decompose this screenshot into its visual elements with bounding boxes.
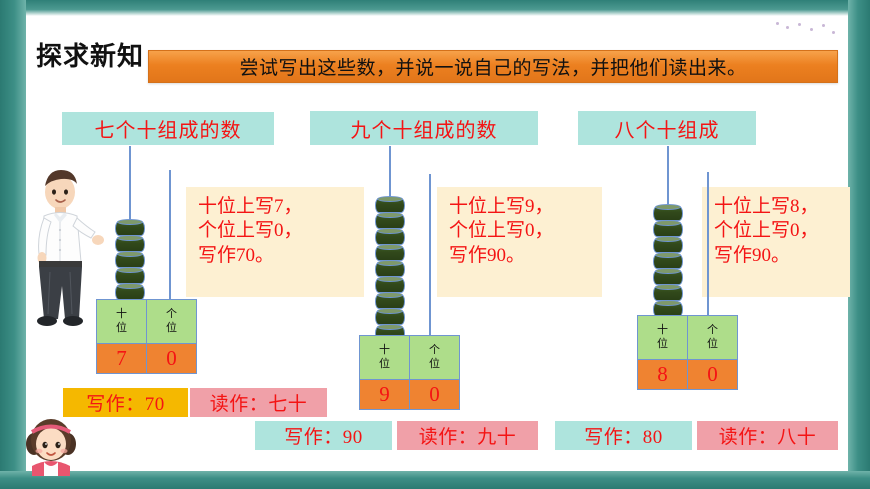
header-char-1: 个	[429, 344, 440, 357]
group-80-abacus	[644, 146, 718, 318]
group-90-header-tens: 十 位	[359, 335, 410, 380]
group-90-read-chip: 读作：九十	[397, 421, 538, 450]
group-90-heading: 九个十组成的数	[310, 111, 538, 145]
group-70-place-value-table: 十 位 个 位 7 0	[96, 299, 197, 374]
group-80-heading: 八个十组成	[578, 111, 756, 145]
group-70-write-chip: 写作：70	[63, 388, 188, 417]
bead	[653, 252, 683, 269]
bead	[115, 283, 145, 300]
page-title: 探求新知	[36, 42, 145, 71]
teacher-illustration	[37, 170, 104, 326]
table-row: 9 0	[359, 379, 460, 410]
bead	[653, 268, 683, 285]
group-90-explanation-line-2: 个位上写0，	[449, 220, 554, 242]
bead	[375, 292, 405, 309]
group-80-explanation-line-2: 个位上写0，	[714, 220, 819, 242]
bead	[375, 196, 405, 213]
bead	[375, 260, 405, 277]
frame-bottom-border	[0, 471, 870, 489]
group-80-header-ones: 个 位	[687, 315, 738, 360]
bead	[375, 276, 405, 293]
group-70-abacus	[106, 146, 180, 306]
bead	[375, 228, 405, 245]
ones-rod	[429, 174, 431, 342]
instruction-banner: 尝试写出这些数，并说一说自己的写法，并把他们读出来。	[148, 50, 838, 83]
group-90-explanation-line-3: 写作90。	[449, 244, 526, 266]
table-row: 7 0	[96, 343, 197, 374]
bead	[115, 251, 145, 268]
bead	[115, 267, 145, 284]
group-80-read-chip: 读作：八十	[697, 421, 838, 450]
instruction-banner-text: 尝试写出这些数，并说一说自己的写法，并把他们读出来。	[239, 58, 747, 79]
header-char-1: 十	[379, 344, 390, 357]
frame-top-border	[0, 0, 870, 16]
girl-illustration	[26, 419, 76, 476]
group-80-place-value-table: 十 位 个 位 8 0	[637, 315, 738, 390]
bead	[653, 236, 683, 253]
table-row: 十 位 个 位	[359, 335, 460, 380]
bead	[375, 244, 405, 261]
group-80-digit-tens: 8	[637, 359, 688, 390]
bead	[115, 235, 145, 252]
header-char-2: 位	[429, 357, 440, 370]
group-90-digit-ones: 0	[409, 379, 460, 410]
group-90-header-ones: 个 位	[409, 335, 460, 380]
group-70-explanation-line-1: 十位上写7，	[198, 196, 303, 217]
bead	[653, 220, 683, 237]
group-70-digit-ones: 0	[146, 343, 197, 374]
group-70-digit-tens: 7	[96, 343, 147, 374]
group-80-write-chip: 写作：80	[555, 421, 692, 450]
ones-rod	[169, 170, 171, 306]
header-char-1: 十	[116, 308, 127, 321]
header-char-2: 位	[379, 357, 390, 370]
bead	[653, 204, 683, 221]
table-row: 十 位 个 位	[637, 315, 738, 360]
group-90-explanation: 十位上写9， 个位上写0， 写作90。	[437, 187, 602, 297]
frame-left-border	[0, 0, 26, 489]
group-80-explanation: 十位上写8， 个位上写0， 写作90。	[702, 187, 850, 297]
bead	[375, 212, 405, 229]
group-70-header-ones: 个 位	[146, 299, 197, 344]
table-row: 十 位 个 位	[96, 299, 197, 344]
group-80-explanation-line-3: 写作90。	[714, 244, 791, 266]
header-char-1: 十	[657, 324, 668, 337]
group-70-explanation-line-3: 写作70。	[198, 244, 275, 266]
decorative-dots	[776, 22, 836, 38]
group-70-explanation-line-2: 个位上写0，	[198, 220, 303, 242]
ones-rod	[707, 172, 709, 318]
group-70-heading: 七个十组成的数	[62, 112, 274, 145]
header-char-1: 个	[707, 324, 718, 337]
group-70-header-tens: 十 位	[96, 299, 147, 344]
table-row: 8 0	[637, 359, 738, 390]
bead	[375, 308, 405, 325]
group-80-digit-ones: 0	[687, 359, 738, 390]
group-90-write-chip: 写作：90	[255, 421, 392, 450]
header-char-2: 位	[657, 337, 668, 350]
group-90-digit-tens: 9	[359, 379, 410, 410]
header-char-2: 位	[166, 321, 177, 334]
group-80-explanation-line-1: 十位上写8，	[714, 196, 819, 217]
bead	[115, 219, 145, 236]
frame-right-border	[848, 0, 870, 489]
header-char-1: 个	[166, 308, 177, 321]
group-70-explanation: 十位上写7， 个位上写0， 写作70。	[186, 187, 364, 297]
group-90-abacus	[366, 146, 440, 342]
bead	[653, 284, 683, 301]
group-90-explanation-line-1: 十位上写9，	[449, 196, 554, 217]
header-char-2: 位	[116, 321, 127, 334]
group-80-header-tens: 十 位	[637, 315, 688, 360]
group-70-read-chip: 读作：七十	[190, 388, 327, 417]
group-90-place-value-table: 十 位 个 位 9 0	[359, 335, 460, 410]
header-char-2: 位	[707, 337, 718, 350]
